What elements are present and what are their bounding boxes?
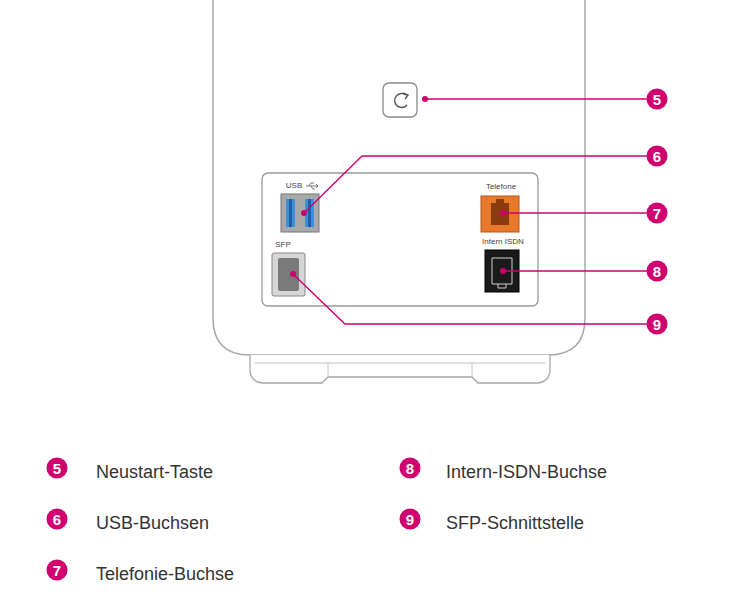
leader-line: [503, 270, 647, 271]
leader-dot: [301, 210, 307, 216]
housing-outline: [213, 0, 585, 355]
legend-number: 7: [53, 563, 61, 578]
legend-text: Neustart-Taste: [96, 463, 213, 481]
leader-dot: [422, 96, 428, 102]
legend-text: Telefonie-Buchse: [96, 565, 234, 583]
callout-circle: [647, 146, 668, 167]
callout-circle: [647, 89, 668, 110]
sfp-port: [272, 253, 305, 296]
legend-text: USB-Buchsen: [96, 514, 209, 532]
legend-text: SFP-Schnittstelle: [446, 514, 584, 532]
leader-dot: [500, 268, 506, 274]
port-label: Telefone: [485, 183, 517, 191]
legend-number: 8: [406, 461, 414, 476]
leader-line: [304, 156, 647, 213]
restart-button: [383, 83, 417, 117]
leader-dot: [290, 271, 296, 277]
legend-text: Intern-ISDN-Buchse: [446, 463, 607, 481]
foot-line: [328, 363, 329, 377]
callout-circle: [647, 203, 668, 224]
foot-line: [255, 363, 545, 364]
usb-port: [281, 194, 319, 232]
port-panel: [262, 173, 538, 306]
housing-feet: [250, 355, 550, 383]
legend-number: 6: [53, 512, 61, 527]
phone-port: [491, 199, 509, 225]
restart-icon: [395, 93, 407, 107]
callout-number: 9: [653, 317, 661, 332]
sfp-port: [278, 258, 299, 291]
port-label: Intern ISDN: [481, 238, 525, 246]
callout-circle: [400, 458, 421, 479]
port-label: USB: [285, 182, 303, 190]
isdn-port: [492, 258, 512, 288]
foot-line: [472, 363, 473, 377]
usb-port: [308, 199, 311, 227]
callout-circle: [47, 458, 68, 479]
port-label: SFP: [274, 241, 292, 249]
callout-number: 8: [653, 264, 661, 279]
phone-port: [481, 196, 519, 232]
legend-number: 9: [406, 512, 414, 527]
leader-line: [503, 212, 647, 213]
usb-symbol: [306, 183, 318, 189]
callout-circle: [647, 314, 668, 335]
restart-icon: [403, 93, 408, 99]
usb-port: [286, 199, 295, 227]
callout-number: 5: [653, 92, 661, 107]
callout-number: 6: [653, 149, 661, 164]
leader-line: [293, 274, 647, 324]
callout-circle: [647, 261, 668, 282]
leader-dot: [500, 210, 506, 216]
usb-port: [289, 199, 292, 227]
callout-circle: [47, 560, 68, 581]
callout-circle: [47, 509, 68, 530]
leader-line: [425, 98, 647, 99]
legend-number: 5: [53, 461, 61, 476]
callout-number: 7: [653, 206, 661, 221]
callout-circle: [400, 509, 421, 530]
